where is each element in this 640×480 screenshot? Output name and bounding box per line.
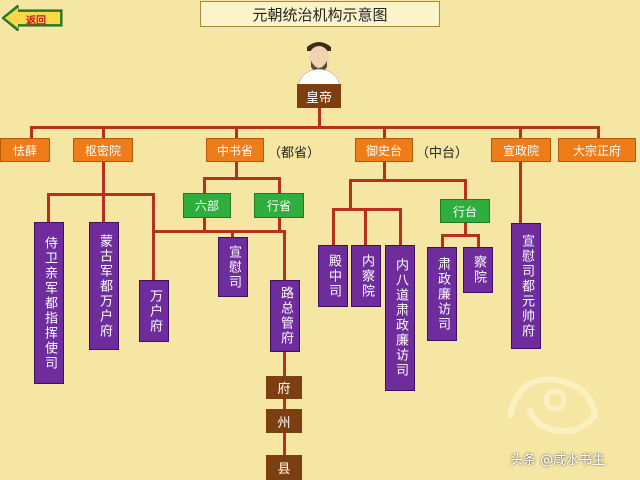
decorative-dragon-icon <box>500 355 610 445</box>
connector-line <box>203 177 206 193</box>
emperor-portrait <box>294 35 344 88</box>
connector-line <box>349 179 467 182</box>
connector-line <box>477 234 480 248</box>
node-xuanzhengyuan: 宣政院 <box>491 138 551 162</box>
note-dusheng: （都省） <box>268 146 321 161</box>
connector-line <box>383 126 386 140</box>
connector-line <box>464 179 467 199</box>
node-zhou: 州 <box>266 409 302 433</box>
connector-line <box>102 126 105 140</box>
connector-line <box>155 230 286 233</box>
connector-line <box>399 208 402 246</box>
node-xuanweisi: 宣慰司 <box>218 237 248 297</box>
connector-line <box>283 433 286 455</box>
connector-line <box>283 399 286 409</box>
connector-line <box>278 177 281 193</box>
connector-line <box>152 193 155 281</box>
node-shiwei: 侍卫亲军都指挥使司 <box>34 222 64 384</box>
node-xian: 县 <box>266 455 302 480</box>
connector-line <box>383 162 386 180</box>
page-title: 元朝统治机构示意图 <box>200 1 440 27</box>
node-dianzhong: 殿中司 <box>318 245 348 307</box>
connector-line <box>519 126 522 140</box>
connector-line <box>30 126 600 129</box>
node-menggu: 蒙古军都万户府 <box>89 222 119 350</box>
connector-line <box>283 352 286 376</box>
node-neibadao: 内八道肃政廉访司 <box>385 245 415 391</box>
connector-line <box>235 162 238 178</box>
watermark: 头条 @咸水书生 <box>510 453 606 468</box>
connector-line <box>349 179 352 209</box>
connector-line <box>441 234 444 248</box>
node-neicha: 内察院 <box>351 245 381 307</box>
connector-line <box>364 208 367 246</box>
node-xingsheng: 行省 <box>254 193 304 218</box>
connector-line <box>47 193 50 223</box>
connector-line <box>597 126 600 140</box>
node-dazongzhengfu: 大宗正府 <box>558 138 636 162</box>
node-liubu: 六部 <box>183 193 231 218</box>
node-luzongguan: 路总管府 <box>270 280 300 352</box>
connector-line <box>102 193 105 223</box>
back-arrow-icon <box>1 3 63 33</box>
node-wanhu: 万户府 <box>139 280 169 342</box>
node-xingtai: 行台 <box>440 199 490 223</box>
connector-line <box>464 223 467 235</box>
back-button[interactable]: 返回 <box>1 3 64 33</box>
node-yushitai: 御史台 <box>355 138 413 162</box>
back-button-label: 返回 <box>26 16 46 27</box>
node-suzheng: 肃政廉访司 <box>427 247 457 341</box>
connector-line <box>203 177 281 180</box>
node-fu: 府 <box>266 376 302 399</box>
node-shumiyuan: 枢密院 <box>73 138 133 162</box>
connector-line <box>47 193 154 196</box>
connector-line <box>278 218 281 232</box>
connector-line <box>332 208 402 211</box>
node-xuanweiyuanshuai: 宣慰司都元帅府 <box>511 223 541 349</box>
note-zhongtai: （中台） <box>416 146 469 161</box>
node-chayuan: 察院 <box>463 247 493 293</box>
connector-line <box>235 126 238 140</box>
connector-line <box>332 208 335 246</box>
connector-line <box>318 108 321 128</box>
connector-line <box>283 230 286 280</box>
node-zhongshusheng: 中书省 <box>206 138 264 162</box>
connector-line <box>30 126 33 140</box>
connector-line <box>231 230 234 238</box>
connector-line <box>203 218 206 232</box>
connector-line <box>441 234 480 237</box>
connector-line <box>519 162 522 224</box>
node-qiexue: 怯薛 <box>0 138 50 162</box>
connector-line <box>102 162 105 194</box>
node-emperor: 皇帝 <box>297 84 341 108</box>
